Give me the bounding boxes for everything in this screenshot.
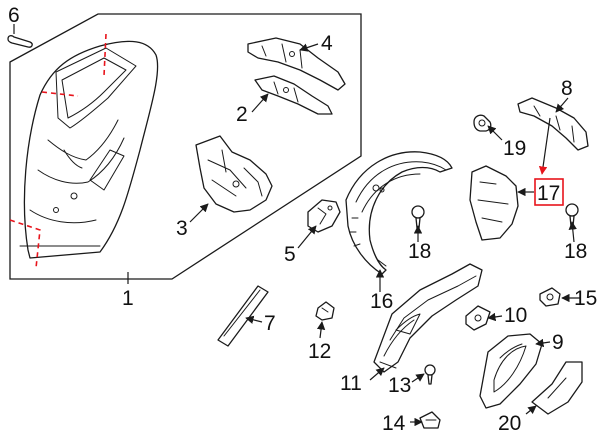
assembly-frame [9,13,362,280]
bracket-part-2[interactable] [254,75,333,115]
callout-4: 4 [321,32,333,55]
cut-line-lower [9,219,41,269]
callout-7: 7 [264,312,276,335]
callout-14: 14 [382,412,406,435]
emblem-part-6[interactable] [7,35,33,48]
callout-labels: 1 6 4 2 3 5 7 8 19 17 18 18 16 12 11 13 … [8,4,597,435]
callout-9: 9 [552,331,564,354]
callout-12: 12 [308,340,331,363]
screw-part-14[interactable] [419,411,441,429]
push-pin-part-19[interactable] [473,114,492,132]
cut-line-window [41,91,79,97]
bracket-part-5[interactable] [307,199,341,233]
trim-panel-part-9[interactable] [479,333,543,409]
callout-1: 1 [122,287,134,310]
fender-liner-part-11[interactable] [373,263,483,373]
callout-5: 5 [284,243,296,266]
callout-3: 3 [176,217,188,240]
end-cap-part-20[interactable] [531,361,583,415]
callout-17: 17 [537,182,560,205]
callout-8: 8 [561,77,573,100]
callout-10: 10 [504,304,527,327]
quarter-panel[interactable] [9,33,159,269]
bolt-part-13[interactable] [424,364,436,385]
callout-13: 13 [388,374,411,397]
push-nut-part-15[interactable] [539,287,561,307]
retainer-part-10[interactable] [465,305,491,331]
molding-part-7[interactable] [217,285,269,347]
bracket-part-8[interactable] [517,97,589,151]
callout-16: 16 [370,290,393,313]
leader-lines [13,24,580,427]
callout-18b: 18 [564,240,587,263]
highlight-box-17 [534,178,564,206]
callout-15: 15 [574,287,597,310]
callout-19: 19 [503,137,526,160]
callout-18a: 18 [408,240,431,263]
bracket-part-3[interactable] [195,135,273,213]
callout-6: 6 [8,4,20,27]
clip-part-12[interactable] [315,301,335,321]
wheelhouse-liner[interactable] [345,151,453,275]
cut-line-upper [103,33,107,77]
screw-part-18a[interactable] [411,205,425,229]
callout-2: 2 [236,103,248,126]
callout-11: 11 [340,372,362,395]
callout-20: 20 [498,412,521,435]
splash-shield-part-17[interactable] [469,165,519,241]
